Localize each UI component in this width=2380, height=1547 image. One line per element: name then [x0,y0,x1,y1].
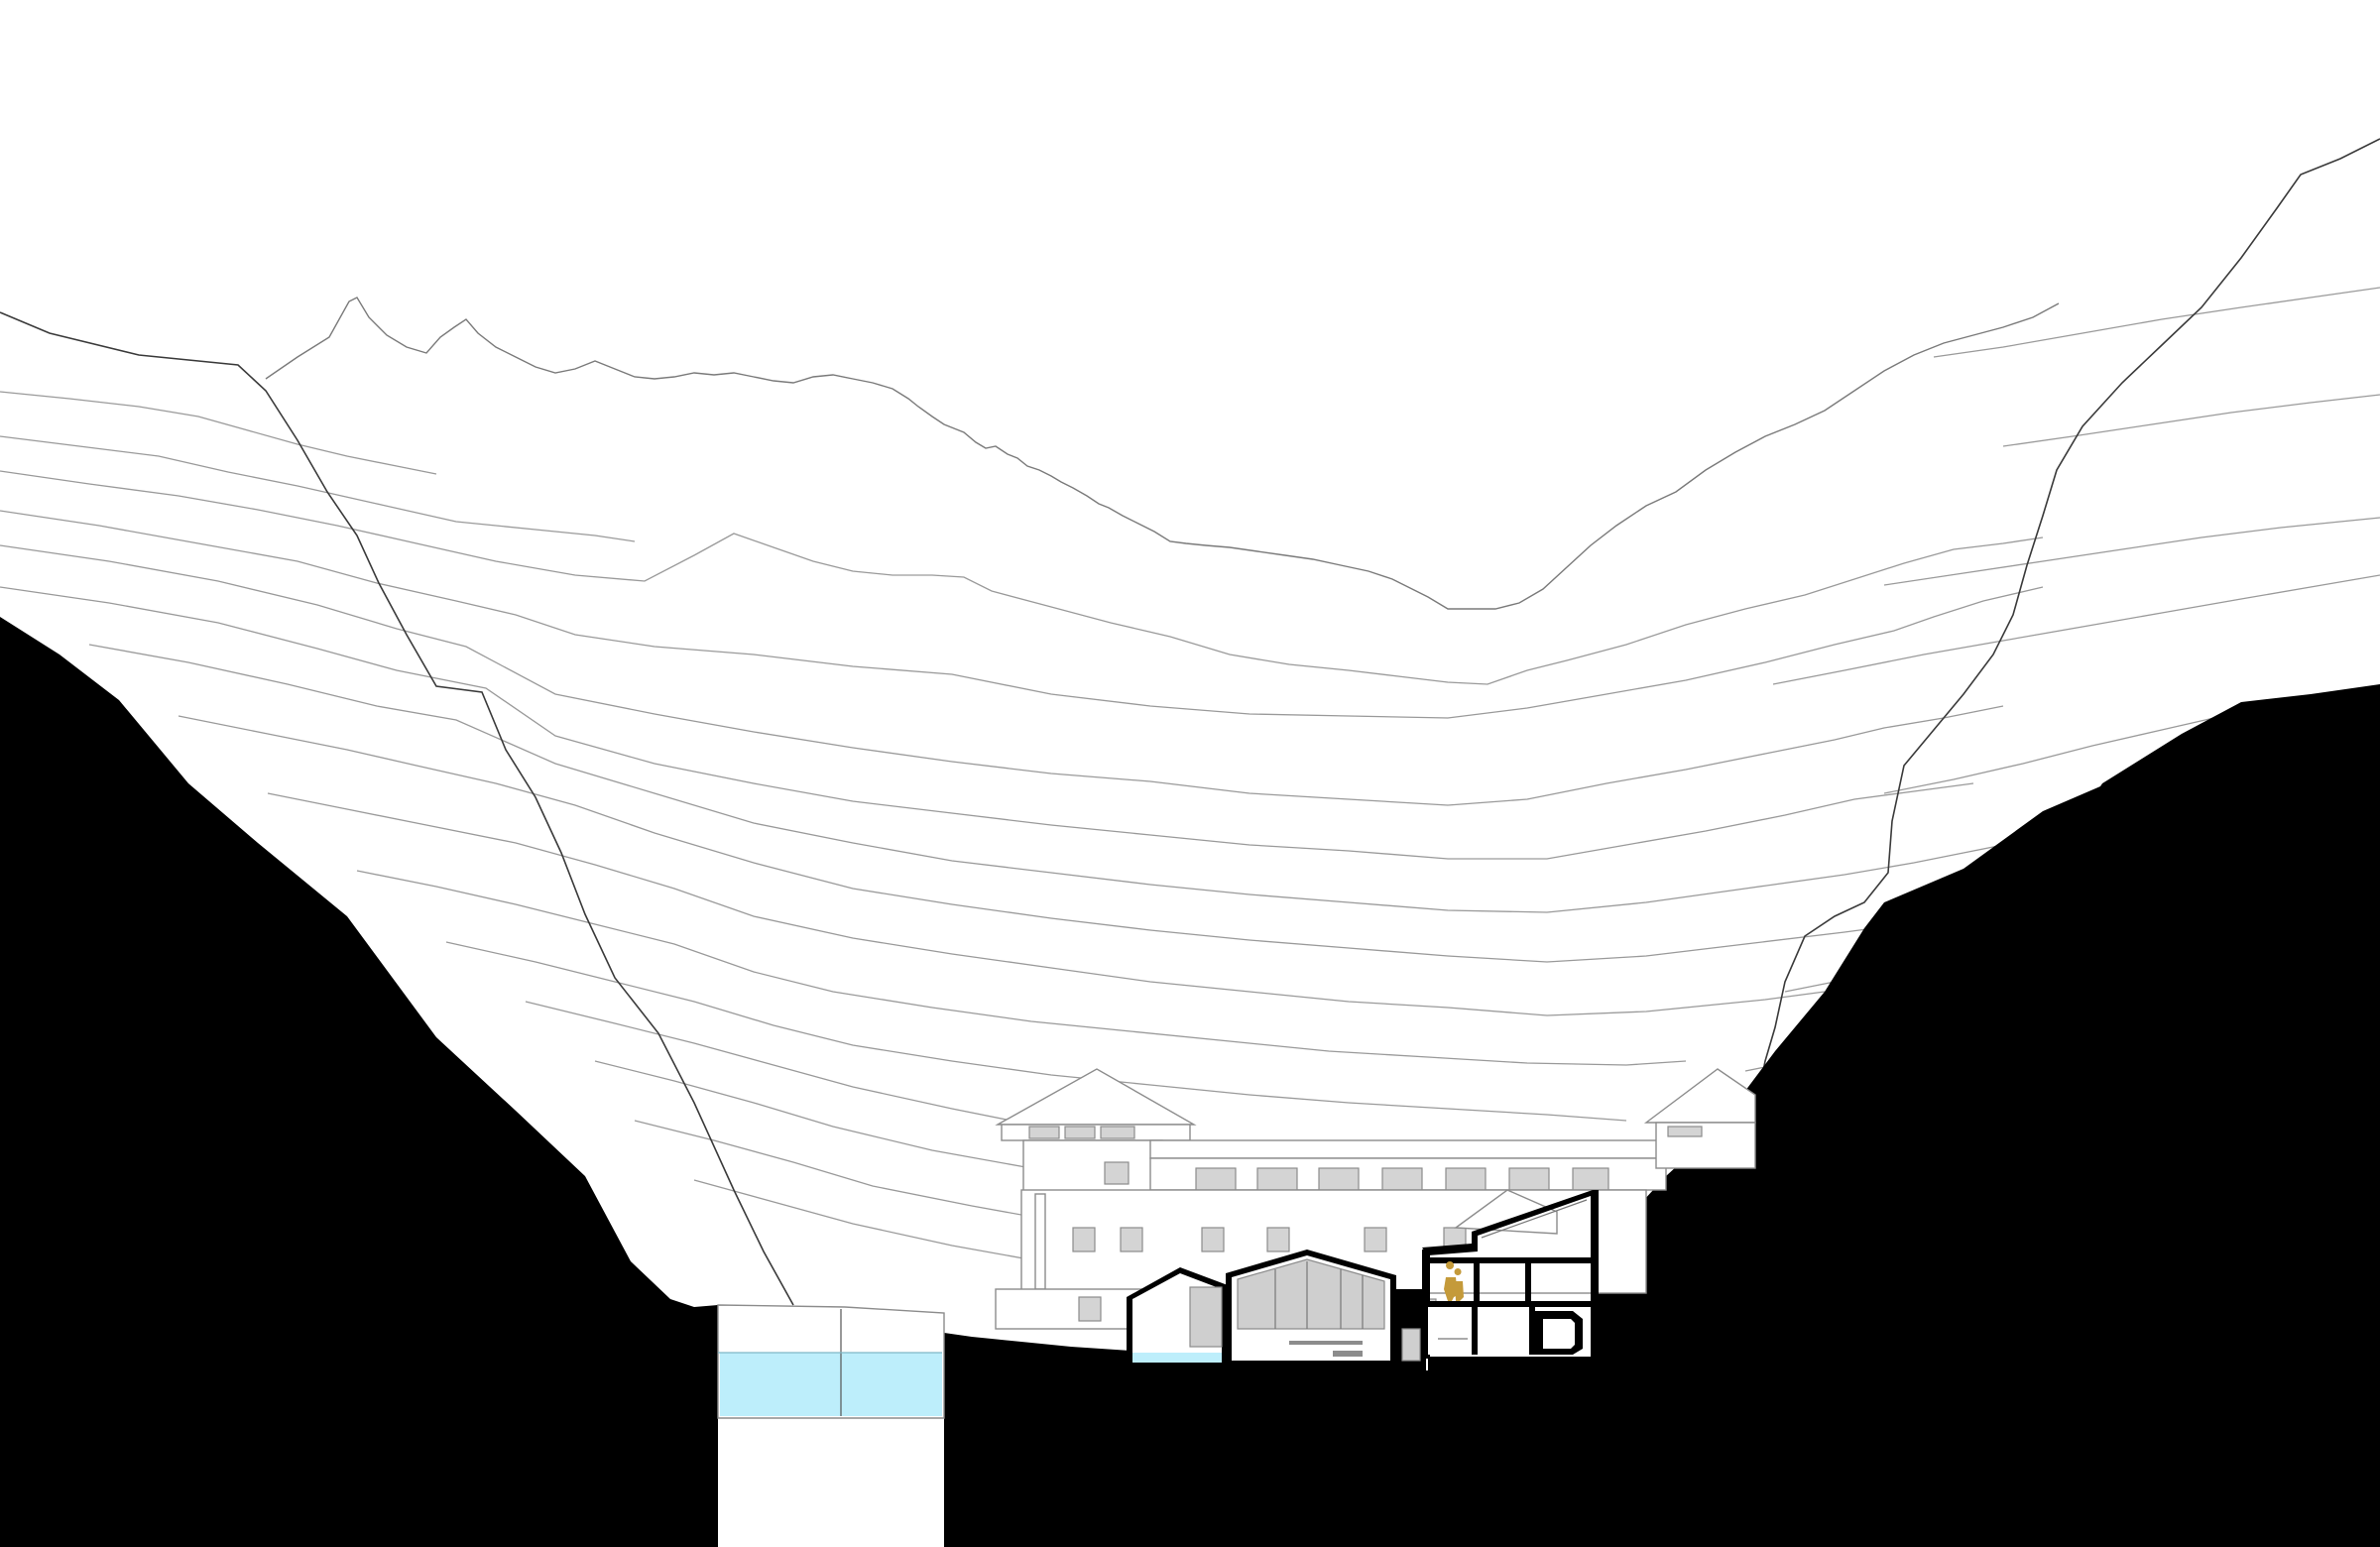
human-figures [1444,1261,1464,1301]
far-mountain-ridge [265,297,2060,610]
spa-pool-section [1127,1250,1426,1370]
hotel-building-elevation [995,1068,1756,1330]
right-valley-slope-cut [1591,744,2380,1547]
building-section-cut [1422,1190,1599,1359]
valley-ridge-outlines [0,138,2380,1306]
water-reservoir [717,1304,945,1419]
left-valley-slope-cut [0,617,718,1547]
